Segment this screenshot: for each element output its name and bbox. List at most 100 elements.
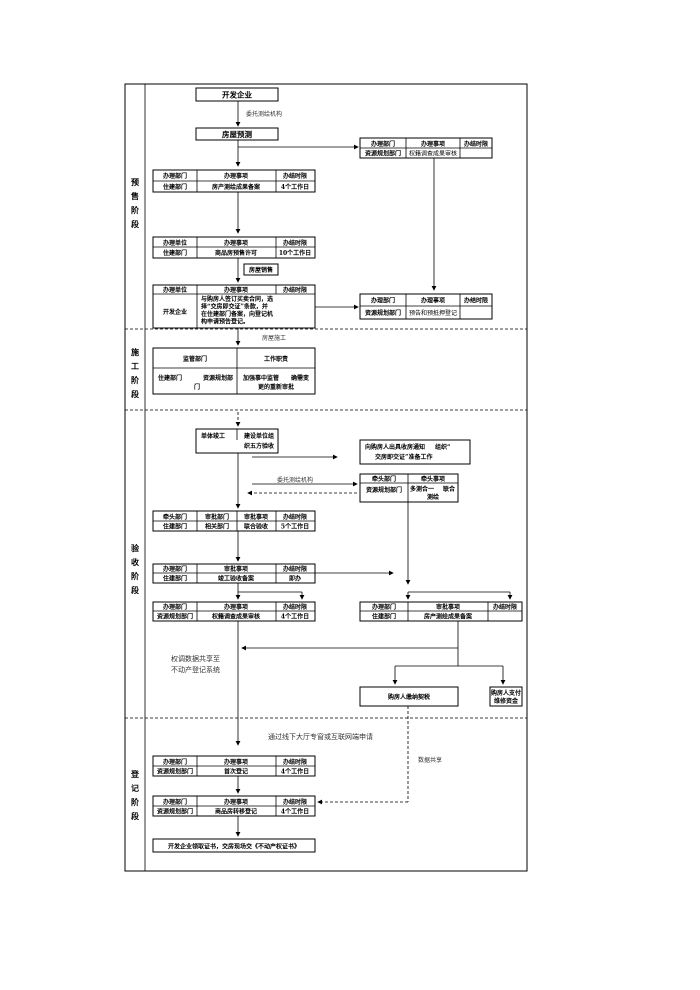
svg-text:更的重新审批: 更的重新审批 [258,383,294,391]
svg-text:联合: 联合 [443,485,456,493]
svg-text:房屋预测: 房屋预测 [222,129,252,139]
svg-text:构申请预告登记。: 构申请预告登记。 [201,318,249,326]
svg-text:购房人缴纳契税: 购房人缴纳契税 [388,693,430,701]
svg-text:牵头部门: 牵头部门 [163,513,187,521]
table-sale-contract: 办理单位 办理事项 办结时限 开发企业 与购房人签订买卖合同，选 择“交房即交证… [152,284,316,329]
svg-text:在住建部门备案，向登记机: 在住建部门备案，向登记机 [201,310,273,318]
svg-text:开发企业领取证书，交房现场交《不动产权证书》: 开发企业领取证书，交房现场交《不动产权证书》 [168,843,300,851]
svg-text:4个工作日: 4个工作日 [281,613,309,621]
svg-text:资源规划部门: 资源规划部门 [365,150,401,158]
svg-text:收: 收 [131,557,139,567]
node-final-certificate: 开发企业领取证书，交房现场交《不动产权证书》 [152,838,316,853]
svg-text:办结时限: 办结时限 [283,286,307,294]
note-start-construction: 房屋施工 [262,334,286,342]
node-developer: 开发企业 [195,87,279,102]
svg-text:单体竣工: 单体竣工 [201,432,225,440]
svg-text:权籍调查成果审核: 权籍调查成果审核 [409,150,457,158]
svg-text:确需变: 确需变 [291,374,309,382]
svg-text:办结时限: 办结时限 [283,513,307,521]
svg-text:测绘: 测绘 [427,493,439,501]
svg-text:办结时限: 办结时限 [283,239,307,247]
table-rights-survey-review-2: 办理部门 办理事项 办结时限 资源规划部门 权籍调查成果审核 4个工作日 [152,601,316,622]
svg-text:审批部门: 审批部门 [205,513,229,521]
svg-text:段: 段 [131,219,139,229]
svg-text:房产测绘成果备案: 房产测绘成果备案 [424,613,473,621]
svg-text:竣工验收备案: 竣工验收备案 [218,575,255,583]
svg-text:择“交房即交证”条款，并: 择“交房即交证”条款，并 [201,303,268,311]
svg-text:权籍调查成果审核: 权籍调查成果审核 [211,613,260,621]
svg-text:阶: 阶 [131,205,139,215]
svg-text:办理部门: 办理部门 [163,758,187,766]
stage-label-presale: 预 售 阶 段 [130,177,139,229]
svg-text:组织“: 组织“ [435,443,451,451]
svg-text:资源规划部门: 资源规划部门 [157,768,193,776]
svg-text:预告和预抵押登记: 预告和预抵押登记 [409,309,457,317]
note-offline-apply: 通过线下大厅专窗或互联网端申请 [268,732,373,741]
svg-text:阶: 阶 [131,571,139,581]
svg-text:资源规划部门: 资源规划部门 [157,613,193,621]
node-tax-payment: 购房人缴纳契税 [359,686,459,707]
svg-text:办理事项: 办理事项 [224,758,248,766]
svg-text:与购房人签订买卖合同，选: 与购房人签订买卖合同，选 [201,295,273,303]
svg-text:办理单位: 办理单位 [163,239,187,247]
svg-text:办理部门: 办理部门 [371,140,395,148]
table-advance-registration: 办理部门 办理事项 办结时限 资源规划部门 预告和预抵押登记 [359,293,493,320]
svg-text:办理部门: 办理部门 [372,603,396,611]
table-first-registration: 办理部门 办理事项 办结时限 资源规划部门 首次登记 4个工作日 [152,755,316,777]
svg-text:办结时限: 办结时限 [283,798,307,806]
svg-text:办理部门: 办理部门 [163,172,187,180]
stage-label-registration: 登 记 阶 段 [130,769,140,821]
svg-text:办结时限: 办结时限 [464,297,488,305]
note-data-share-3: 数据共享 [418,756,442,764]
svg-text:售: 售 [130,191,139,201]
svg-text:4个工作日: 4个工作日 [281,183,309,191]
node-buyer-fees: 购房人支付 维修资金 [489,686,523,707]
svg-text:住建部门: 住建部门 [163,523,187,531]
svg-text:住建部门: 住建部门 [163,183,187,191]
svg-text:门: 门 [194,383,200,391]
table-completion-filing: 办理部门 审批事项 办结时限 住建部门 竣工验收备案 即办 [152,563,316,584]
note-data-share-2: 不动产登记系统 [171,665,220,674]
svg-text:向购房人出具收房通知: 向购房人出具收房通知 [365,443,425,451]
svg-text:审批事项: 审批事项 [436,603,460,611]
note-commission-survey-2: 委托测绘机构 [277,476,313,484]
svg-text:记: 记 [131,783,139,793]
node-five-party-acceptance: 单体竣工 建设单位组 织五方验收 [195,428,279,454]
svg-text:即办: 即办 [289,575,301,583]
svg-text:交房即交证”准备工作: 交房即交证”准备工作 [375,453,432,461]
svg-text:段: 段 [131,585,139,595]
svg-text:段: 段 [131,389,139,399]
svg-text:资源规划部: 资源规划部 [203,374,233,382]
table-joint-acceptance: 牵头部门 审批部门 审批事项 办结时限 住建部门 相关部门 联合验收 5个工作日 [152,510,316,532]
svg-text:监管部门: 监管部门 [183,355,207,363]
stage-label-acceptance: 验 收 阶 段 [131,543,140,595]
svg-text:房产测绘成果备案: 房产测绘成果备案 [212,183,261,191]
svg-text:10个工作日: 10个工作日 [279,249,311,257]
svg-text:施: 施 [131,347,139,357]
svg-text:办结时限: 办结时限 [283,565,307,573]
svg-text:办理单位: 办理单位 [163,286,187,294]
svg-text:加强事中监管: 加强事中监管 [242,374,279,382]
svg-text:办结时限: 办结时限 [464,140,488,148]
svg-text:商品房转移登记: 商品房转移登记 [215,808,257,816]
table-transfer-registration: 办理部门 办理事项 办结时限 资源规划部门 商品房转移登记 4个工作日 [152,795,316,817]
svg-text:办理部门: 办理部门 [163,798,187,806]
svg-text:办结时限: 办结时限 [493,603,517,611]
svg-text:资源规划部门: 资源规划部门 [365,309,401,317]
svg-text:办结时限: 办结时限 [283,603,307,611]
svg-text:工作职责: 工作职责 [264,355,288,363]
svg-text:阶: 阶 [131,375,139,385]
svg-text:办理事项: 办理事项 [421,140,445,148]
svg-text:维修资金: 维修资金 [494,697,519,705]
svg-text:首次登记: 首次登记 [224,768,248,776]
svg-text:阶: 阶 [131,797,139,807]
table-rights-survey-review: 办理部门 办理事项 办结时限 资源规划部门 权籍调查成果审核 [359,137,493,159]
svg-text:牵头部门: 牵头部门 [372,475,396,483]
table-presale-permit: 办理单位 办理事项 办结时限 住建部门 商品房预售许可 10个工作日 [152,236,316,259]
svg-text:住建部门: 住建部门 [372,613,396,621]
table-survey-filing: 办理部门 办理事项 办结时限 住建部门 房产测绘成果备案 4个工作日 [152,169,316,193]
svg-text:办结时限: 办结时限 [283,172,307,180]
table-multi-survey: 牵头部门 牵头事项 资源规划部门 多测合一 联合 测绘 [359,473,459,503]
node-notify-buyer: 向购房人出具收房通知 组织“ 交房即交证”准备工作 [359,439,471,465]
